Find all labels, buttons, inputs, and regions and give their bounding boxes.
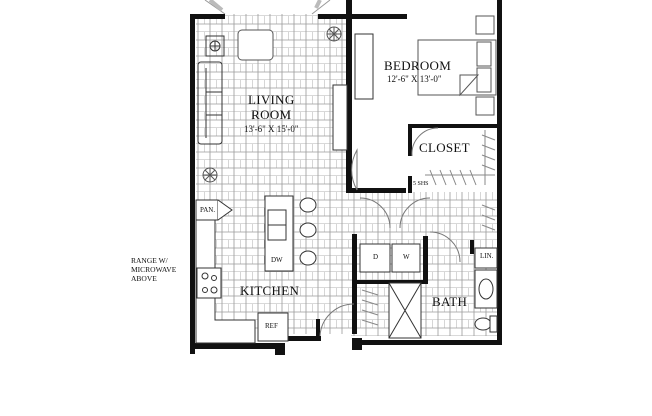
- plant-icon: [202, 26, 342, 183]
- balcony-door: [196, 0, 346, 15]
- room-label-bedroom: BEDROOM: [384, 58, 452, 73]
- side-table: [205, 35, 225, 57]
- living-name-2: ROOM: [251, 107, 292, 122]
- bed: [417, 15, 497, 116]
- armchair: [237, 29, 274, 61]
- range-note-3: ABOVE: [131, 274, 157, 283]
- bedroom-dims: 12'-6" X 13'-0": [387, 74, 442, 84]
- kitchen-counter: [195, 199, 289, 344]
- door-swing: [319, 127, 461, 337]
- tv-console: [332, 84, 348, 151]
- dryer-label: D: [373, 253, 379, 261]
- shower: [388, 282, 422, 339]
- room-label-living: LIVING ROOM: [248, 92, 295, 122]
- vanity-sink: [474, 247, 498, 309]
- range-note-1: RANGE W/: [131, 256, 168, 265]
- closet-rods: [361, 130, 496, 326]
- room-label-kitchen: KITCHEN: [240, 283, 300, 298]
- sofa: [197, 61, 223, 145]
- walls: [190, 0, 502, 355]
- range-note-2: MICROWAVE: [131, 265, 177, 274]
- washer-label: W: [403, 253, 410, 261]
- washer-dryer: [359, 243, 421, 273]
- dishwasher-label: DW: [271, 256, 283, 264]
- room-label-bath: BATH: [432, 294, 468, 309]
- refrigerator-label: REF: [265, 322, 278, 330]
- toilet: [474, 315, 498, 333]
- dresser: [354, 33, 374, 100]
- pantry-label: PAN.: [200, 206, 216, 214]
- linen-label: LIN.: [480, 252, 494, 260]
- kitchen-island: [264, 195, 317, 272]
- range-note: RANGE W/ MICROWAVE ABOVE: [131, 256, 176, 283]
- shelves-label: 5 SHS: [413, 181, 429, 187]
- living-dims: 13'-6" X 15'-0": [244, 124, 299, 134]
- living-name-1: LIVING: [248, 92, 295, 107]
- room-label-closet: CLOSET: [419, 140, 470, 155]
